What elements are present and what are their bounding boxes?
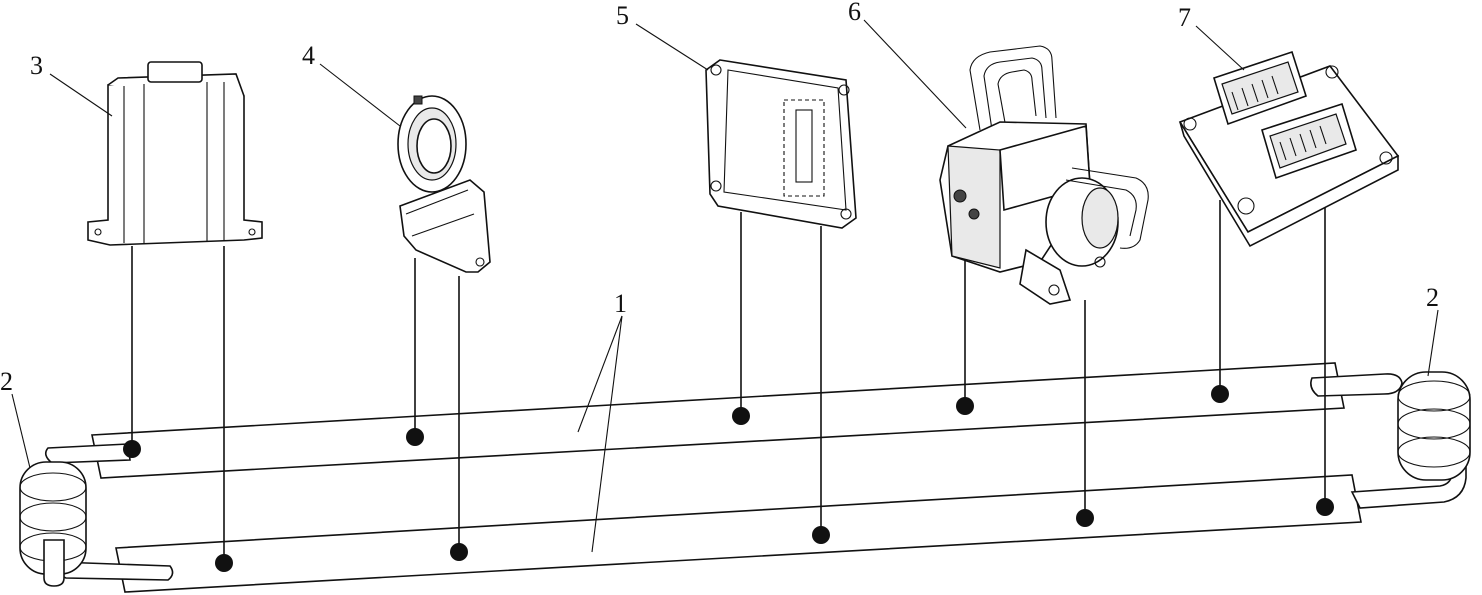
node-3-upper: [123, 440, 141, 458]
terminator-left: [19, 461, 87, 587]
flat-control-unit-icon: [705, 59, 857, 229]
callout-3: 3: [30, 51, 43, 80]
callout-4: 4: [302, 41, 315, 70]
rectangular-control-box-icon: [87, 61, 263, 246]
callout-6: 6: [848, 0, 861, 26]
connector-pins: [1231, 75, 1327, 161]
terminator-right: [1397, 371, 1471, 481]
leader-lines: [11, 19, 1439, 553]
callout-labels: 3 4 5 6 7 1 2 2: [0, 0, 1439, 396]
upper-bus-wire: [44, 362, 1403, 479]
lower-bus-wire: [54, 454, 1467, 593]
node-5-lower: [812, 526, 830, 544]
node-6-upper: [956, 397, 974, 415]
callout-2-right: 2: [1426, 283, 1439, 312]
callout-2-left: 2: [0, 367, 13, 396]
node-3-lower: [215, 554, 233, 572]
node-4-lower: [450, 543, 468, 561]
callout-7: 7: [1178, 3, 1191, 32]
node-5-upper: [732, 407, 750, 425]
abs-hydraulic-unit-icon: [939, 45, 1149, 305]
node-6-lower: [1076, 509, 1094, 527]
drop-lines: [131, 200, 1326, 563]
node-4-upper: [406, 428, 424, 446]
callout-5: 5: [616, 1, 629, 30]
steering-angle-sensor-icon: [397, 95, 491, 273]
engine-ecu-icon: [1178, 50, 1400, 248]
node-7-upper: [1211, 385, 1229, 403]
callout-1: 1: [614, 289, 627, 318]
connection-nodes: [123, 385, 1334, 572]
node-7-lower: [1316, 498, 1334, 516]
